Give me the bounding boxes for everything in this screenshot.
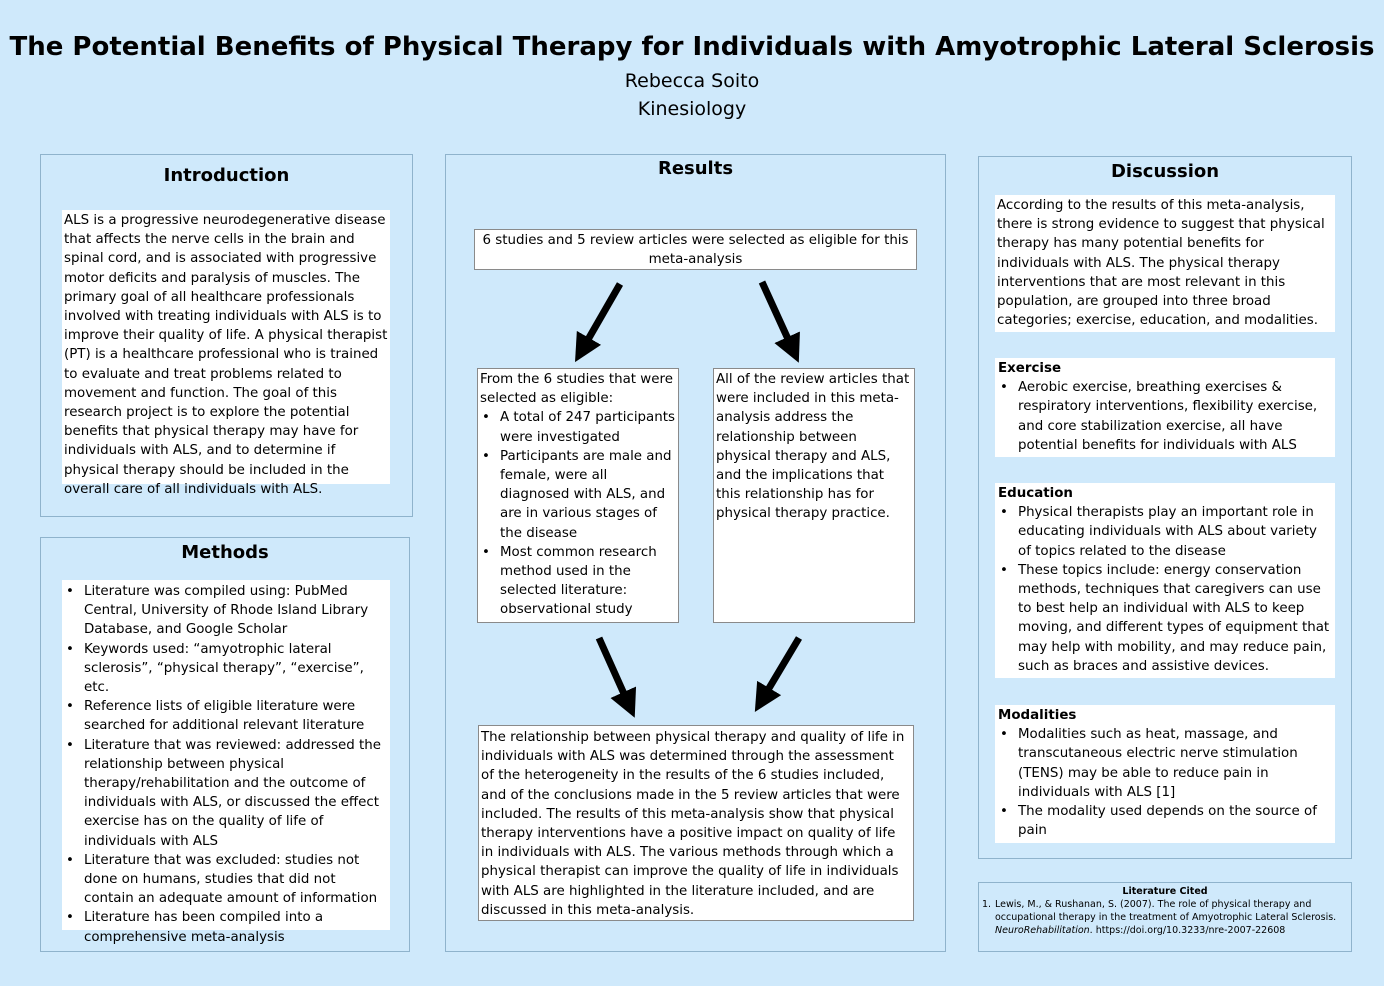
modalities-item: The modality used depends on the source …: [998, 802, 1332, 840]
methods-heading: Methods: [181, 542, 269, 563]
discussion-summary: According to the results of this meta-an…: [995, 195, 1335, 332]
citation-doi: . https://doi.org/10.3233/nre-2007-22608: [1089, 925, 1286, 936]
citation-text: Lewis, M., & Rushanan, S. (2007). The ro…: [995, 899, 1337, 923]
modalities-heading: Modalities: [998, 708, 1077, 723]
methods-item: Keywords used: “amyotrophic lateral scle…: [64, 640, 388, 698]
methods-item: Literature was compiled using: PubMed Ce…: [64, 582, 388, 640]
methods-item: Reference lists of eligible literature w…: [64, 697, 388, 735]
citation-number: 1.: [982, 899, 992, 910]
discussion-heading: Discussion: [1110, 161, 1220, 182]
department-name: Kinesiology: [637, 98, 747, 120]
methods-list-box: Literature was compiled using: PubMed Ce…: [62, 580, 390, 945]
citation-journal: NeuroRehabilitation: [995, 925, 1090, 936]
education-heading: Education: [998, 486, 1073, 501]
methods-item: Literature has been compiled into a comp…: [64, 908, 388, 946]
literature-cited-box: Literature Cited 1. Lewis, M., & Rushana…: [978, 882, 1352, 952]
results-right-box: All of the review articles that were inc…: [713, 368, 915, 623]
results-top-box: 6 studies and 5 review articles were sel…: [474, 229, 917, 270]
literature-heading: Literature Cited: [1122, 886, 1208, 897]
exercise-item: Aerobic exercise, breathing exercises & …: [998, 378, 1332, 455]
education-box: Education Physical therapists play an im…: [995, 483, 1335, 678]
methods-item: Literature that was reviewed: addressed …: [64, 736, 388, 851]
exercise-box: Exercise Aerobic exercise, breathing exe…: [995, 358, 1335, 457]
methods-panel: Methods Literature was compiled using: P…: [40, 537, 410, 952]
results-heading: Results: [657, 158, 734, 179]
methods-item: Literature that was excluded: studies no…: [64, 851, 388, 909]
author-name: Rebecca Soito: [624, 70, 760, 92]
modalities-item: Modalities such as heat, massage, and tr…: [998, 725, 1332, 802]
results-left-item: Most common research method used in the …: [480, 543, 676, 620]
introduction-text: ALS is a progressive neurodegenerative d…: [62, 210, 390, 497]
results-left-item: Participants are male and female, were a…: [480, 447, 676, 543]
results-left-intro: From the 6 studies that were selected as…: [480, 372, 673, 407]
citation-entry: 1. Lewis, M., & Rushanan, S. (2007). The…: [979, 898, 1351, 937]
poster-title: The Potential Benefits of Physical Thera…: [9, 32, 1375, 62]
exercise-heading: Exercise: [998, 361, 1062, 376]
introduction-heading: Introduction: [163, 165, 290, 186]
results-left-box: From the 6 studies that were selected as…: [477, 368, 679, 623]
education-item: Physical therapists play an important ro…: [998, 503, 1332, 561]
results-bottom-box: The relationship between physical therap…: [478, 725, 914, 921]
results-left-item: A total of 247 participants were investi…: [480, 408, 676, 446]
introduction-panel: Introduction ALS is a progressive neurod…: [40, 154, 413, 517]
education-item: These topics include: energy conservatio…: [998, 561, 1332, 676]
modalities-box: Modalities Modalities such as heat, mass…: [995, 705, 1335, 843]
